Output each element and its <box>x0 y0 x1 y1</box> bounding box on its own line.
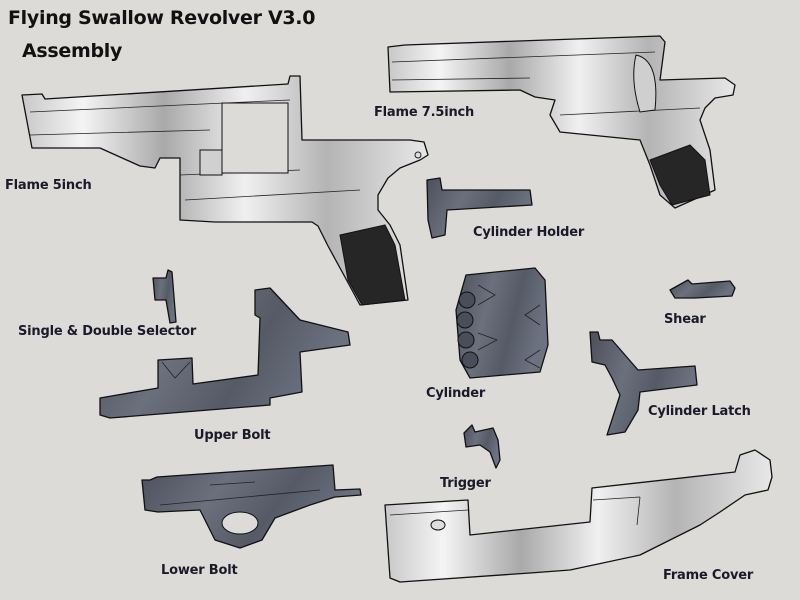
label-shear: Shear <box>664 312 706 327</box>
page-subtitle: Assembly <box>22 40 123 62</box>
label-frame-7-5inch: Flame 7.5inch <box>374 105 475 120</box>
label-single-double-selector: Single & Double Selector <box>18 324 197 339</box>
label-frame-5inch: Flame 5inch <box>5 178 92 193</box>
part-shear <box>669 279 736 299</box>
label-trigger: Trigger <box>440 476 491 491</box>
label-upper-bolt: Upper Bolt <box>194 428 271 443</box>
part-trigger <box>463 424 501 469</box>
part-cylinder <box>455 267 549 379</box>
part-single-double-selector <box>152 269 177 324</box>
part-frame-cover <box>384 449 773 583</box>
label-frame-cover: Frame Cover <box>663 568 754 583</box>
part-upper-bolt <box>99 287 351 419</box>
part-frame-5inch <box>21 75 429 306</box>
part-lower-bolt <box>141 464 362 549</box>
part-frame-7-5inch <box>387 35 736 209</box>
label-lower-bolt: Lower Bolt <box>161 563 238 578</box>
page-title: Flying Swallow Revolver V3.0 <box>8 7 316 29</box>
label-cylinder: Cylinder <box>426 386 486 401</box>
part-cylinder-latch <box>589 331 698 436</box>
part-cylinder-holder <box>426 177 533 239</box>
label-cylinder-holder: Cylinder Holder <box>473 225 585 240</box>
label-cylinder-latch: Cylinder Latch <box>648 404 751 419</box>
